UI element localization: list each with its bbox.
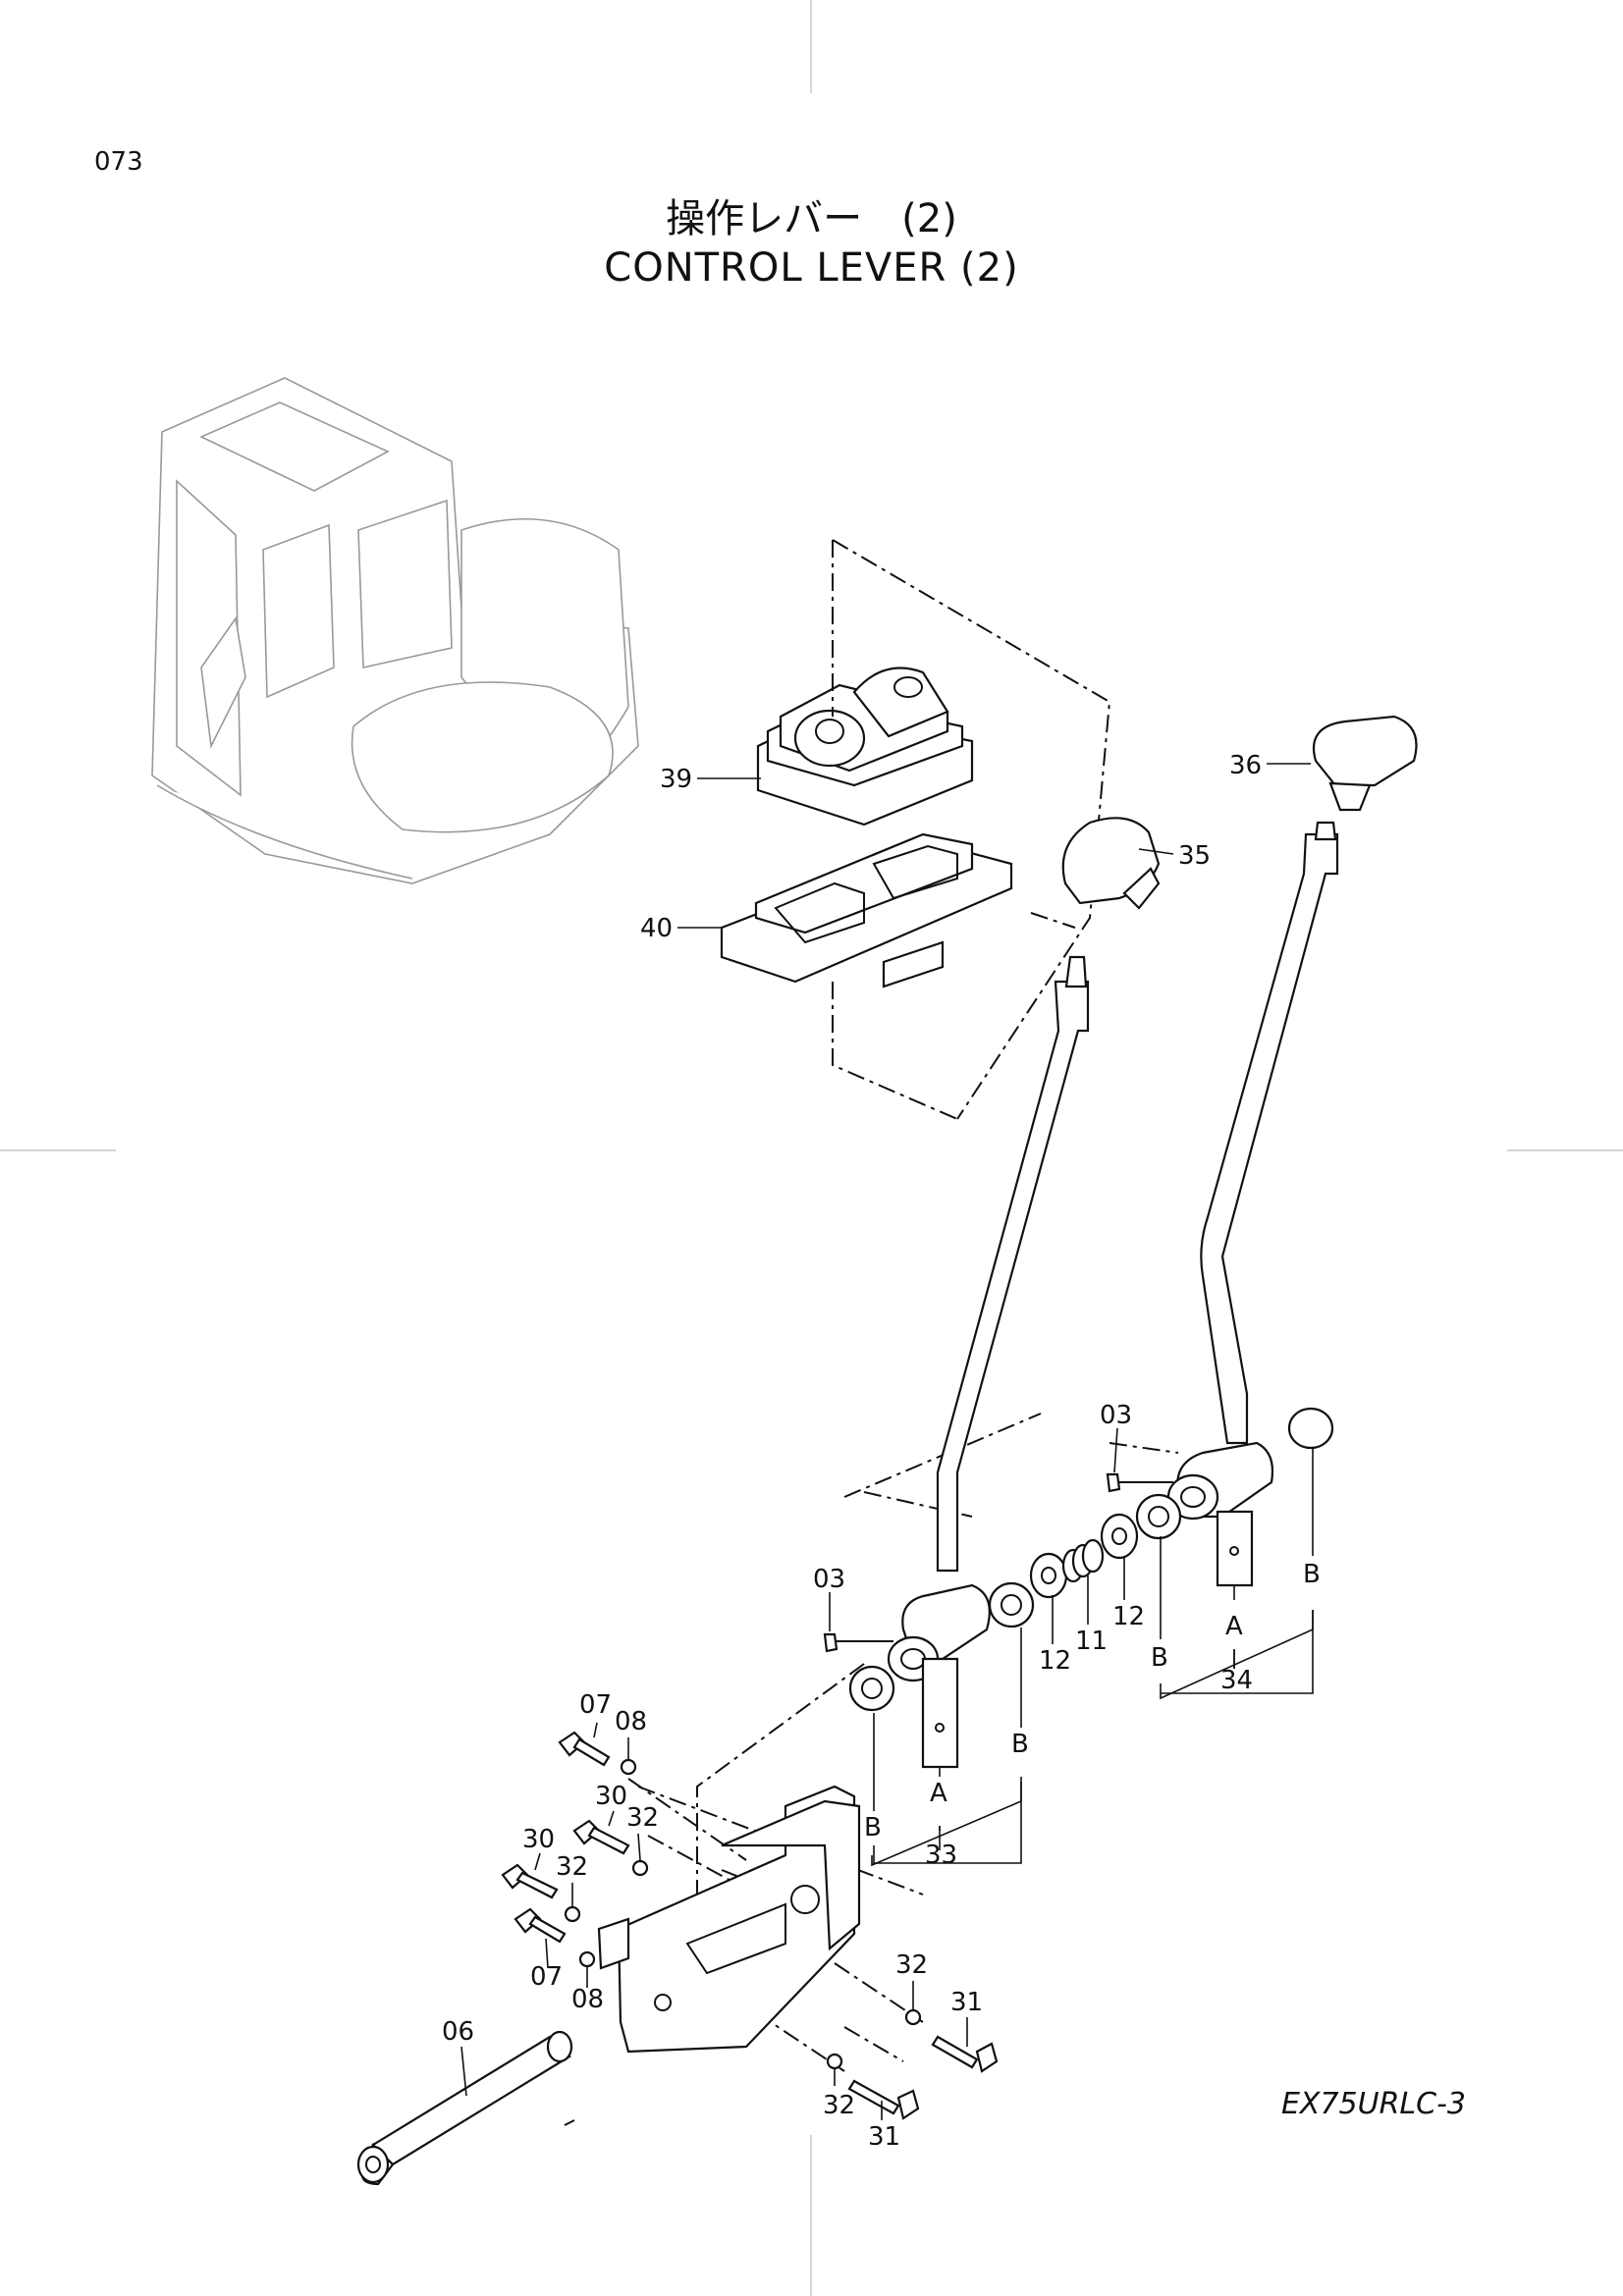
callout-35: 35 [1178, 841, 1211, 871]
model-code: EX75URLC-3 [1280, 2087, 1466, 2121]
title-japanese: 操作レバー (2) [666, 196, 957, 241]
callout-11: 11 [1075, 1627, 1108, 1656]
excavator-cab-illustration [151, 377, 639, 884]
callout-ref-a1: A [930, 1779, 947, 1808]
part-34-control-lever [1166, 821, 1339, 1587]
callout-30-upper: 30 [595, 1782, 627, 1811]
bushing-left-upper [988, 1581, 1035, 1629]
callout-40: 40 [640, 914, 673, 943]
bushings-and-washers [848, 1407, 1334, 1712]
washer-12a [1029, 1552, 1068, 1599]
callout-03-right: 03 [1100, 1401, 1132, 1430]
callout-08-lower: 08 [571, 1985, 604, 2014]
bushing-right-upper [1287, 1407, 1334, 1450]
callout-31-upper: 31 [950, 1988, 983, 2017]
part-39-lever-boot [756, 667, 974, 827]
part-40-cover-plate [720, 832, 1013, 988]
callout-08-upper: 08 [615, 1707, 647, 1736]
callout-32-upper: 32 [626, 1803, 659, 1833]
callout-ref-b3: B [1151, 1643, 1168, 1673]
callout-33: 33 [925, 1841, 957, 1870]
page-number: 073 [94, 147, 143, 177]
callout-36: 36 [1229, 751, 1262, 780]
washer-12b [1100, 1513, 1139, 1560]
callout-32-mid: 32 [556, 1852, 588, 1882]
callout-32-lower: 32 [823, 2091, 855, 2120]
part-36-lever-knob [1312, 715, 1418, 812]
part-03-screws [823, 1472, 1173, 1653]
bolts-and-nuts [501, 1731, 999, 2120]
part-06-shaft [356, 2030, 573, 2186]
callout-12-right: 12 [1112, 1602, 1145, 1631]
callout-ref-b2: B [1011, 1730, 1029, 1759]
callout-31-lower: 31 [868, 2122, 900, 2152]
part-33-control-lever [887, 955, 1090, 1769]
callout-32-right: 32 [895, 1950, 928, 1980]
callout-12-left: 12 [1039, 1646, 1071, 1676]
part-35-lever-knob [1061, 817, 1161, 910]
callout-34: 34 [1220, 1666, 1253, 1695]
callout-ref-b4: B [1303, 1560, 1321, 1589]
title-english: CONTROL LEVER (2) [604, 245, 1019, 291]
callout-ref-b1: B [864, 1813, 882, 1842]
callout-07-lower: 07 [530, 1962, 563, 1992]
lever-bracket [597, 1785, 861, 2054]
bushing-left-lower [848, 1665, 895, 1712]
callout-03-left: 03 [813, 1565, 845, 1594]
callout-labels: 39 40 35 36 03 03 12 11 12 B A B 34 B A … [442, 751, 1321, 2152]
bushing-right [1135, 1493, 1182, 1540]
leader-lines [460, 763, 1314, 2120]
callout-30-lower: 30 [522, 1825, 555, 1854]
callout-06: 06 [442, 2017, 474, 2047]
callout-07-upper: 07 [579, 1690, 612, 1720]
callout-39: 39 [660, 765, 692, 794]
callout-ref-a2: A [1225, 1612, 1243, 1641]
